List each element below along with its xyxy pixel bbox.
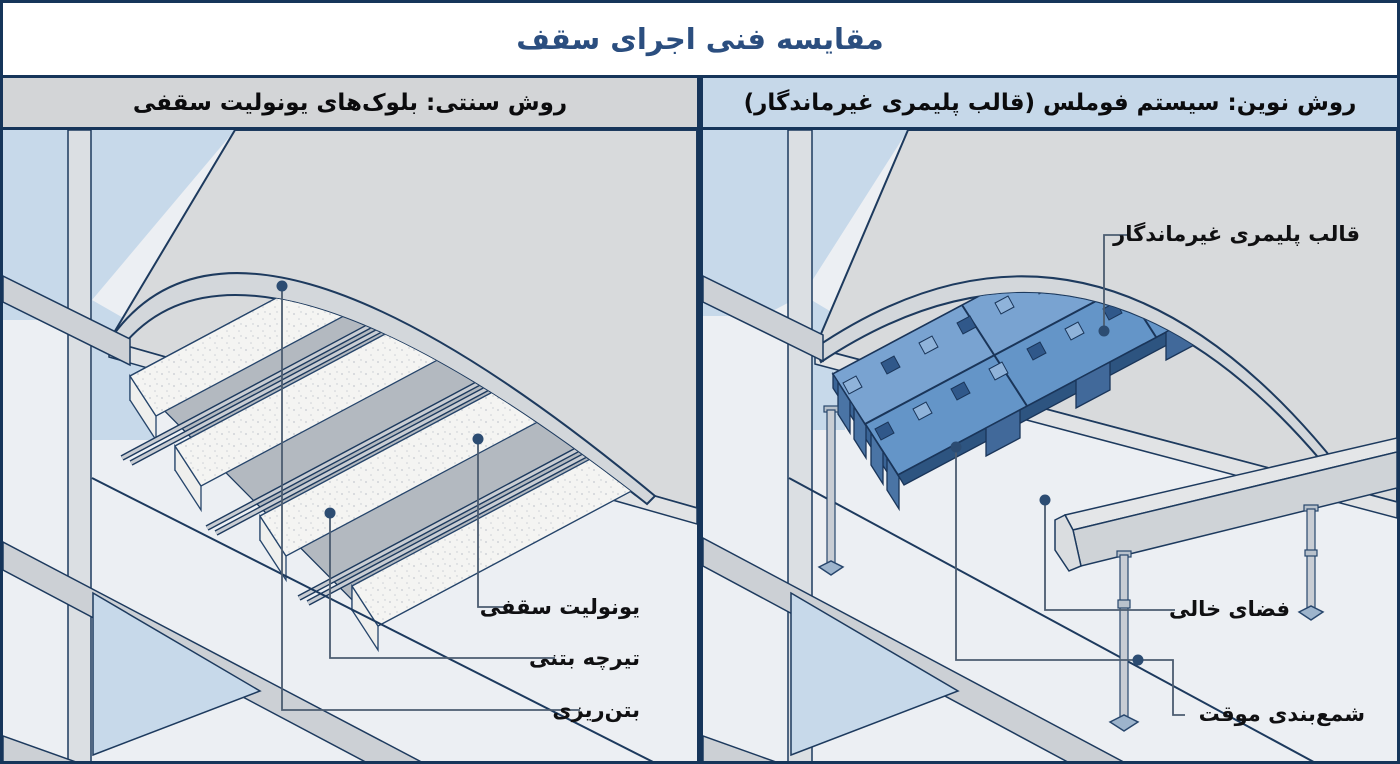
panel-modern: قالب پلیمری غیرماندگار فضای خالی شمع‌بند… — [703, 130, 1397, 761]
leader-dot — [472, 433, 484, 445]
formwork-front-skirt — [832, 371, 900, 512]
label-eps-block: یونولیت سقفی — [479, 595, 640, 619]
lower-frame-braces — [3, 477, 654, 761]
title-band: مقایسه فنی اجرای سقف — [3, 3, 1397, 75]
leader-dots — [276, 280, 484, 519]
label-empty-space: فضای خالی — [1168, 597, 1290, 621]
leader-void — [1044, 500, 1175, 611]
leader-dot — [276, 280, 288, 292]
prop-right — [1297, 504, 1325, 621]
leader-dot — [1132, 654, 1144, 666]
leader-dot — [1098, 325, 1110, 337]
leader-dot — [324, 507, 336, 519]
leader-pour — [281, 286, 580, 711]
leader-eps — [477, 439, 505, 608]
header-divider — [697, 78, 703, 127]
label-polymer-formwork: قالب پلیمری غیرماندگار — [1113, 222, 1360, 246]
method-header-row: روش سنتی: بلوک‌های یونولیت سقفی روش نوین… — [3, 75, 1397, 130]
leader-dots — [950, 325, 1144, 666]
leader-dot — [1039, 494, 1051, 506]
structural-beam — [3, 275, 131, 367]
panel-traditional: یونولیت سقفی تیرچه بتنی بتن‌ریزی — [3, 130, 697, 761]
prop-left — [817, 405, 845, 576]
leader-dot — [950, 441, 962, 453]
structural-beam — [703, 275, 824, 363]
leader-lines — [281, 286, 580, 711]
leader-shoring — [955, 447, 1185, 716]
panels-row: یونولیت سقفی تیرچه بتنی بتن‌ریزی — [3, 130, 1397, 761]
lower-frame-braces — [703, 477, 1315, 761]
header-traditional-method: روش سنتی: بلوک‌های یونولیت سقفی — [3, 78, 697, 127]
header-modern-method: روش نوین: سیستم فوملس (قالب پلیمری غیرما… — [703, 78, 1397, 127]
temporary-props — [817, 405, 1325, 732]
structural-column — [67, 130, 92, 761]
prop-middle — [1108, 550, 1140, 732]
leader-joist — [329, 513, 555, 659]
label-concrete-pour: بتن‌ریزی — [552, 698, 640, 722]
traditional-illustration — [3, 130, 697, 761]
modern-illustration — [703, 130, 1397, 761]
label-concrete-joist: تیرچه بتنی — [529, 646, 640, 670]
leader-formwork — [1103, 234, 1128, 331]
edge-beam — [1054, 437, 1397, 572]
panel-divider — [697, 130, 703, 761]
page-title: مقایسه فنی اجرای سقف — [516, 22, 884, 56]
label-temporary-shoring: شمع‌بندی موقت — [1198, 702, 1365, 726]
leader-lines — [955, 234, 1185, 716]
arch-cutaway-rim — [107, 272, 657, 506]
